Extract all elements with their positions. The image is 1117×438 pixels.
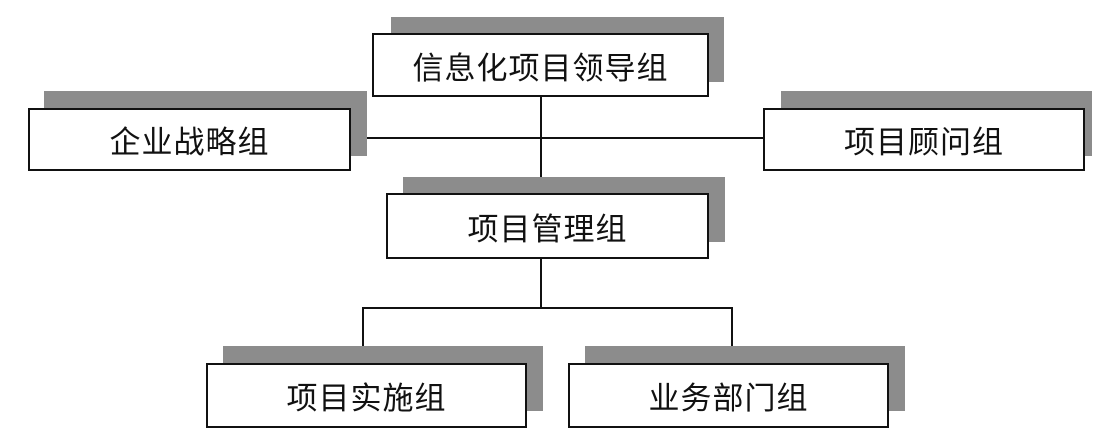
- connector-strategy-to-consultant: [349, 137, 765, 139]
- consultant-group-box: 项目顾问组: [763, 108, 1085, 171]
- implementation-group-box: 项目实施组: [206, 363, 527, 428]
- business-group-box: 业务部门组: [568, 363, 889, 428]
- connector-to-implementation: [362, 307, 364, 365]
- management-group-box: 项目管理组: [386, 193, 709, 259]
- leadership-group-box: 信息化项目领导组: [372, 33, 709, 97]
- strategy-group-box: 企业战略组: [28, 108, 351, 171]
- connector-management-down: [540, 258, 542, 308]
- connector-leadership-to-management: [540, 96, 542, 194]
- connector-to-business: [731, 307, 733, 365]
- connector-branch-horizontal: [362, 307, 733, 309]
